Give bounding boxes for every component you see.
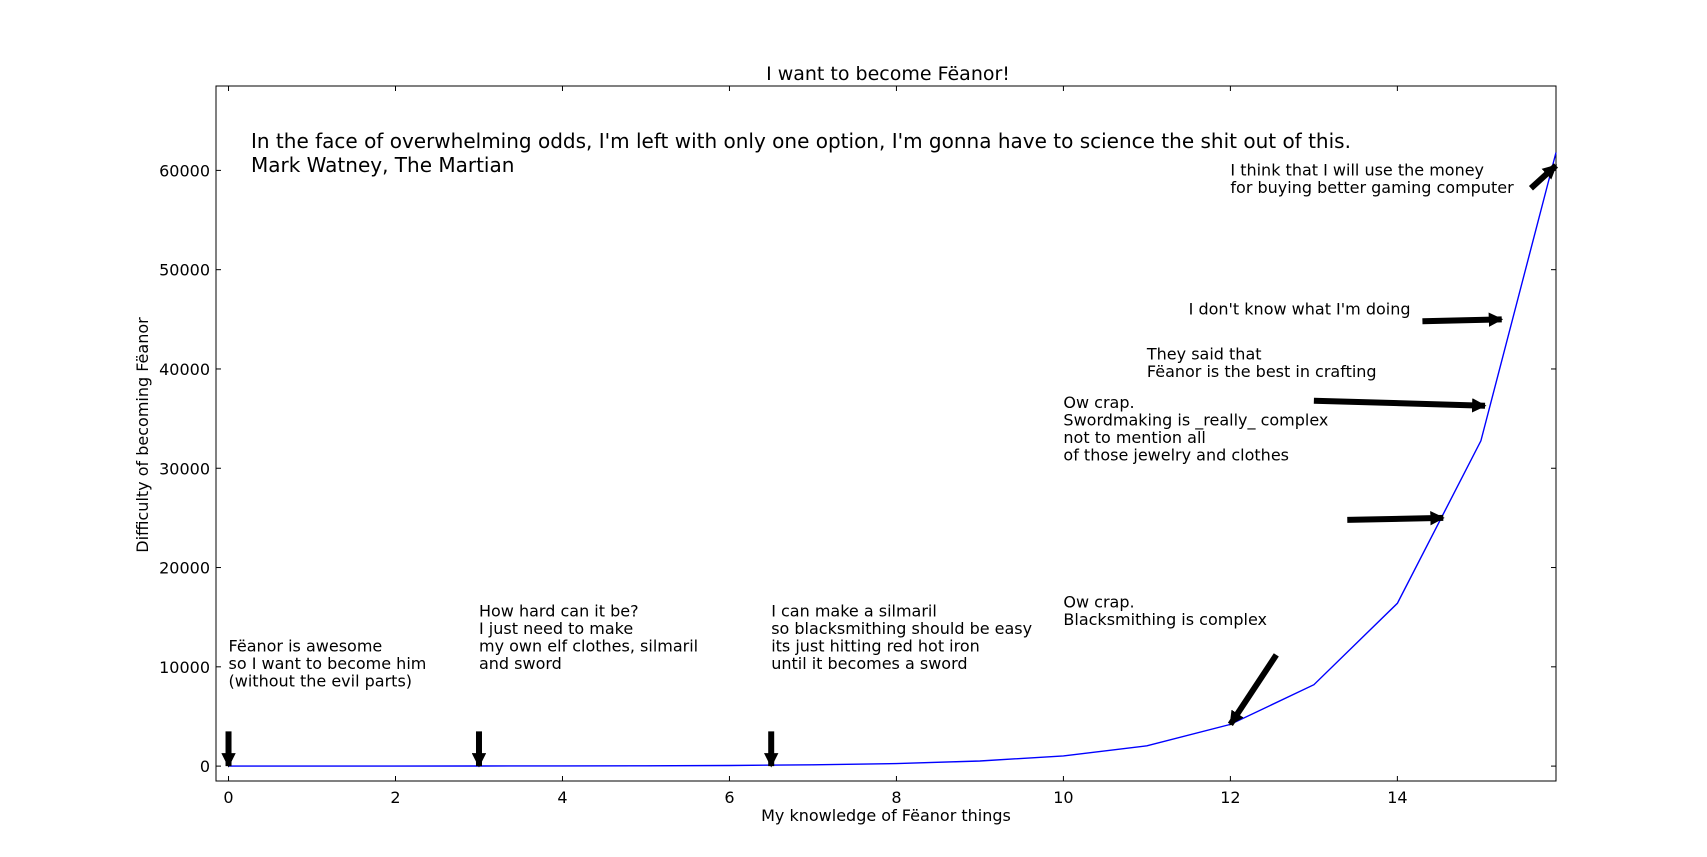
y-axis: 0 10000 20000 30000 40000 50000 60000 — [159, 161, 1556, 776]
annotation-arrow — [1313, 397, 1487, 413]
annotation-text: I don't know what I'm doing — [1189, 299, 1411, 318]
annotation-line: until it becomes a sword — [771, 654, 967, 673]
x-tick-label: 10 — [1053, 788, 1073, 807]
y-tick-label: 40000 — [159, 360, 210, 379]
annotation-line: I just need to make — [479, 619, 633, 638]
x-tick-label: 0 — [223, 788, 233, 807]
y-tick-label: 60000 — [159, 161, 210, 180]
y-tick-label: 10000 — [159, 658, 210, 677]
annotation-text: Ow crap.Blacksmithing is complex — [1063, 593, 1267, 630]
annotation-arrow — [1347, 510, 1445, 526]
y-tick-label: 20000 — [159, 559, 210, 578]
annotation-line: I think that I will use the money — [1230, 161, 1484, 180]
annotation-line: not to mention all — [1063, 428, 1205, 447]
annotation-line: Fëanor is the best in crafting — [1147, 362, 1377, 381]
x-tick-label: 2 — [390, 788, 400, 807]
x-tick-label: 8 — [891, 788, 901, 807]
quote-attribution: Mark Watney, The Martian — [251, 153, 514, 177]
annotation-arrow — [1227, 653, 1279, 727]
y-axis-label: Difficulty of becoming Fëanor — [133, 317, 152, 553]
annotation-line: Ow crap. — [1063, 593, 1134, 612]
chart-title: I want to become Fëanor! — [766, 63, 1010, 85]
plot-frame — [215, 85, 1557, 782]
annotation-line: I can make a silmaril — [771, 601, 937, 620]
x-tick-label: 6 — [724, 788, 734, 807]
y-tick-label: 50000 — [159, 261, 210, 280]
annotation-line: They said that — [1146, 344, 1262, 363]
x-axis: 0 2 4 6 8 10 12 14 — [223, 86, 1408, 807]
series-line — [228, 152, 1557, 767]
x-tick-label: 4 — [557, 788, 567, 807]
annotation-line: its just hitting red hot iron — [771, 636, 980, 655]
annotation-line: Blacksmithing is complex — [1063, 610, 1267, 629]
annotation-line: and sword — [479, 654, 562, 673]
annotation-arrow — [1528, 163, 1559, 191]
annotation-line: my own elf clothes, silmaril — [479, 636, 698, 655]
x-tick-label: 12 — [1220, 788, 1240, 807]
annotation-line: Ow crap. — [1063, 393, 1134, 412]
quote: In the face of overwhelming odds, I'm le… — [251, 129, 1351, 177]
annotation-line: of those jewelry and clothes — [1063, 445, 1289, 464]
annotation-line: How hard can it be? — [479, 601, 639, 620]
annotation-arrow — [1422, 312, 1504, 327]
x-tick-label: 14 — [1387, 788, 1407, 807]
annotation-arrows — [221, 163, 1559, 768]
annotation-line: Fëanor is awesome — [229, 637, 383, 656]
annotation-line: so I want to become him — [229, 654, 427, 673]
quote-line: In the face of overwhelming odds, I'm le… — [251, 129, 1351, 153]
x-axis-label: My knowledge of Fëanor things — [761, 806, 1011, 825]
y-tick-label: 0 — [200, 757, 210, 776]
annotation-line: Swordmaking is _really_ complex — [1063, 410, 1328, 430]
y-tick-label: 30000 — [159, 459, 210, 478]
annotation-line: for buying better gaming computer — [1230, 178, 1514, 197]
annotation-line: (without the evil parts) — [229, 672, 413, 691]
annotation-line: so blacksmithing should be easy — [771, 619, 1032, 638]
annotation-line: I don't know what I'm doing — [1189, 299, 1411, 318]
